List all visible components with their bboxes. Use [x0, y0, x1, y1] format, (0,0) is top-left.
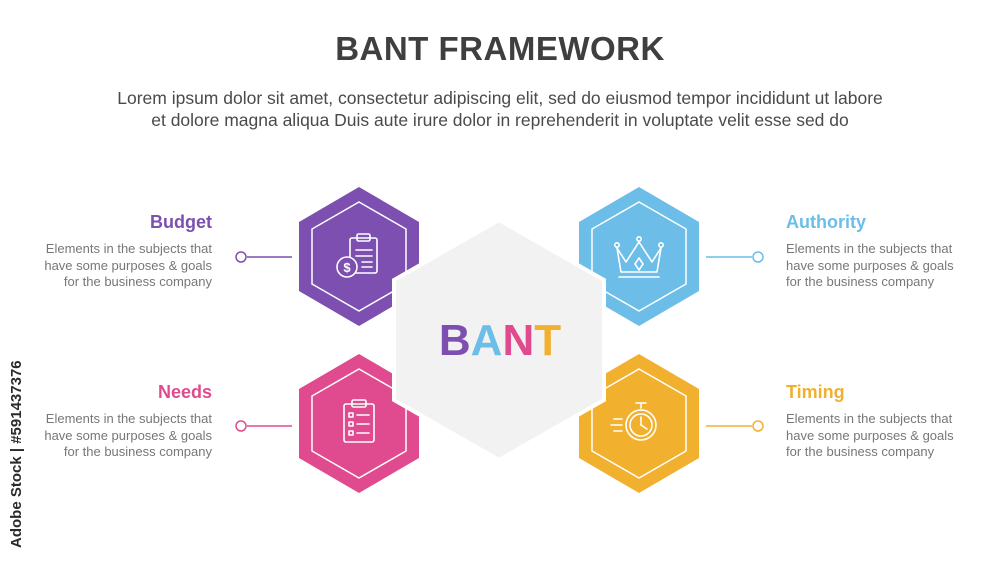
- desc-timing: Elements in the subjects that have some …: [786, 411, 986, 461]
- desc-budget: Elements in the subjects that have some …: [20, 241, 212, 291]
- connector-needs: [235, 420, 292, 432]
- letter-t: T: [534, 316, 561, 365]
- page-title: BANT FRAMEWORK: [335, 30, 665, 67]
- desc-line: have some purposes & goals: [786, 257, 954, 273]
- desc-line: Elements in the subjects that: [45, 411, 212, 426]
- budget-clipboard-coin-icon: $: [336, 233, 378, 278]
- desc-line: for the business company: [63, 444, 212, 459]
- desc-line: for the business company: [63, 274, 212, 289]
- stopwatch-icon: [610, 402, 657, 441]
- svg-text:$: $: [343, 260, 351, 275]
- connector-budget: [235, 251, 292, 263]
- desc-line: Elements in the subjects that: [45, 241, 212, 256]
- watermark-text: Adobe Stock | #591437376: [8, 360, 25, 548]
- label-authority: Authority: [786, 212, 866, 232]
- label-budget: Budget: [150, 212, 212, 232]
- label-needs: Needs: [157, 382, 212, 402]
- checklist-clipboard-icon: [343, 399, 375, 443]
- desc-authority: Elements in the subjects that have some …: [786, 241, 986, 291]
- letter-a: A: [471, 316, 503, 365]
- subtitle-line-1: Lorem ipsum dolor sit amet, consectetur …: [117, 88, 883, 108]
- desc-line: have some purposes & goals: [786, 427, 954, 443]
- letter-b: B: [439, 316, 471, 365]
- desc-line: Elements in the subjects that: [786, 411, 953, 426]
- desc-line: have some purposes & goals: [44, 257, 212, 273]
- hexagon-authority: [579, 187, 699, 326]
- connector-timing: [706, 420, 764, 432]
- desc-line: for the business company: [786, 444, 935, 459]
- label-timing: Timing: [786, 382, 845, 402]
- center-hexagon: [392, 217, 606, 463]
- desc-line: for the business company: [786, 274, 935, 289]
- crown-icon: [613, 236, 664, 278]
- subtitle-line-2: et dolore magna aliqua Duis aute irure d…: [151, 110, 849, 130]
- desc-needs: Elements in the subjects that have some …: [20, 411, 212, 461]
- center-bant-text: BANT: [439, 316, 561, 365]
- desc-line: Elements in the subjects that: [786, 241, 953, 256]
- letter-n: N: [502, 316, 534, 365]
- desc-line: have some purposes & goals: [44, 427, 212, 443]
- connector-authority: [706, 251, 764, 263]
